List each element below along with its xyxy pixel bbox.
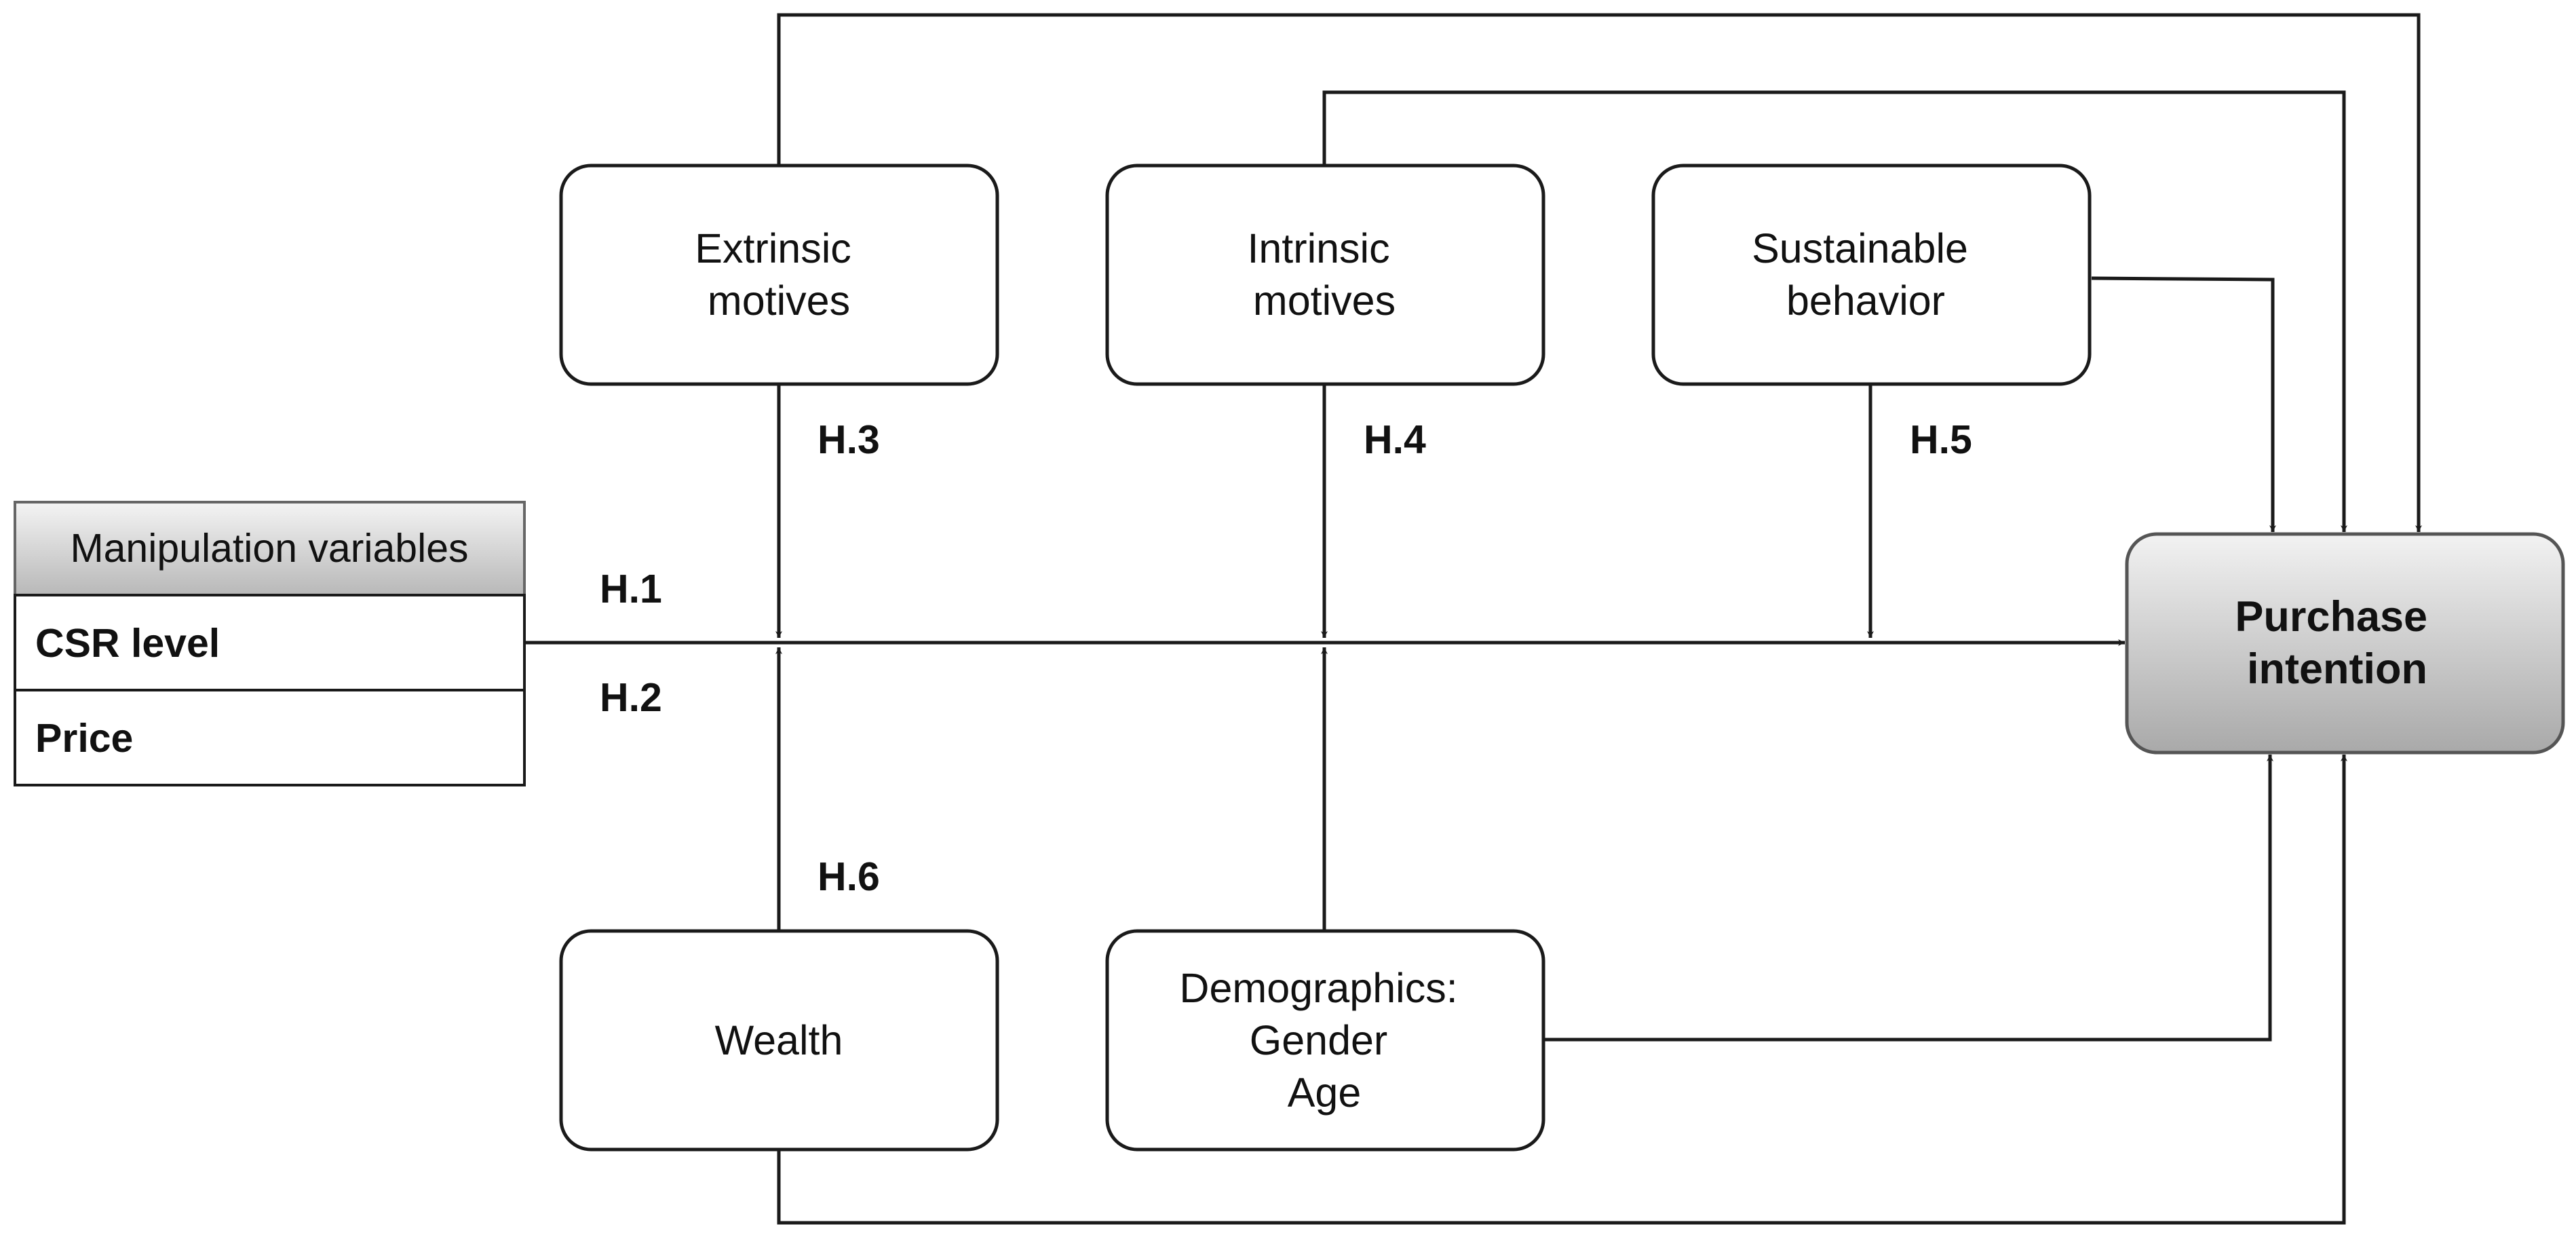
sustainable-behavior-box (1651, 164, 2092, 386)
csr-level-cell (14, 594, 526, 691)
extrinsic-direct-arrow (777, 13, 2422, 532)
manipulation-variables-table (14, 501, 526, 786)
demographics-label: Demographics: Gender Age (1179, 965, 1469, 1116)
manipulation-header-cell (14, 501, 526, 596)
purchase-intention-box (2125, 532, 2565, 755)
price-cell (14, 689, 526, 786)
purchase-intention-label: Purchase intention (2235, 593, 2439, 693)
hypothesis-h5-label: H.5 (1910, 417, 1972, 462)
sustainable-behavior-label: Sustainable behavior (1752, 225, 1980, 324)
connectors (524, 13, 2422, 1225)
intrinsic-direct-arrow (1322, 90, 2347, 532)
extrinsic-motives-label: Extrinsic motives (695, 225, 862, 324)
intrinsic-motives-label: Intrinsic motives (1247, 225, 1401, 324)
wealth-label: Wealth (715, 1017, 843, 1063)
csr-level-label: CSR level (35, 621, 220, 666)
demographics-box (1105, 929, 1545, 1152)
wealth-direct-arrow (777, 755, 2347, 1225)
price-label: Price (35, 716, 133, 761)
sustainable-direct-arrow (2091, 276, 2276, 532)
hypothesis-h6-label: H.6 (818, 854, 880, 899)
hypothesis-h4-label: H.4 (1364, 417, 1426, 462)
demographics-direct-arrow (1544, 755, 2273, 1042)
wealth-box (559, 929, 999, 1152)
extrinsic-motives-box (559, 164, 999, 386)
hypothesis-h1-label: H.1 (600, 567, 662, 611)
hypothesis-h3-label: H.3 (818, 417, 880, 462)
manipulation-header-label: Manipulation variables (70, 526, 468, 571)
hypothesis-h2-label: H.2 (600, 675, 662, 720)
intrinsic-motives-box (1105, 164, 1545, 386)
